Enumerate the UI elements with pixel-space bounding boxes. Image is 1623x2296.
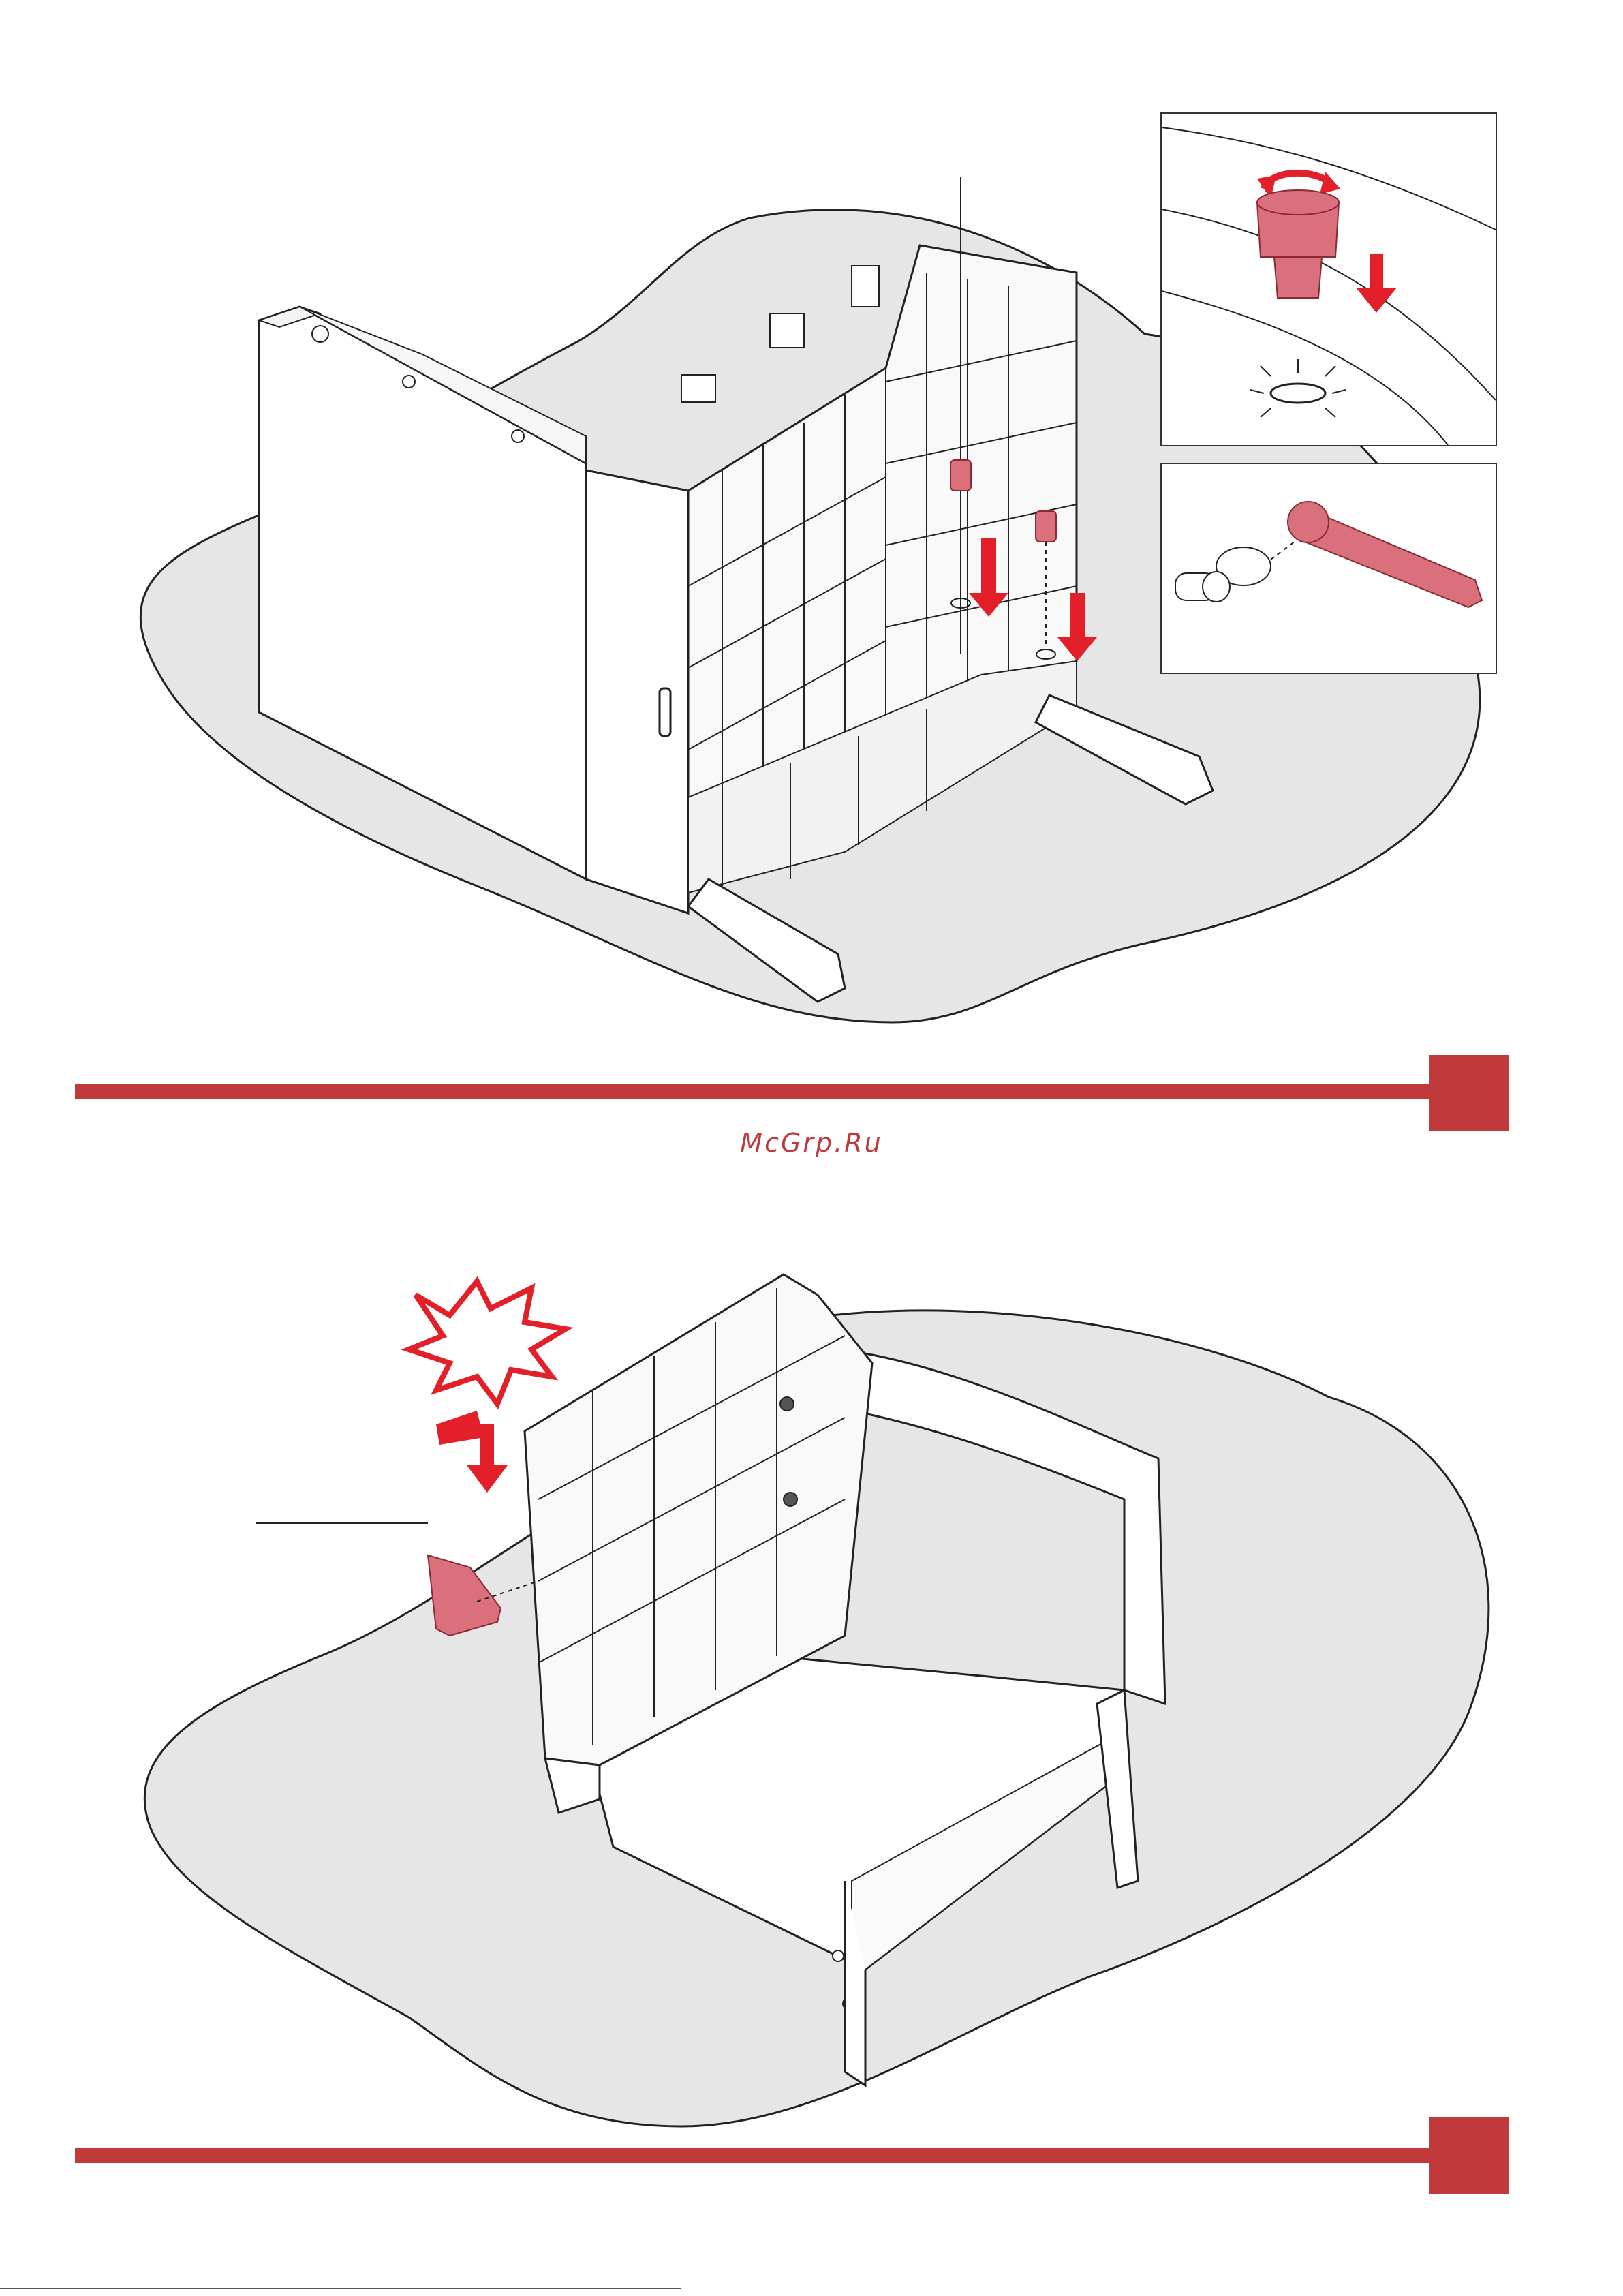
step-divider-1 <box>75 1084 1431 1099</box>
detail-box-wrench <box>1160 463 1497 674</box>
step-marker-2 <box>1429 2117 1509 2194</box>
leg-adjuster-outline-icon <box>1175 547 1271 602</box>
watermark: McGrp.Ru <box>0 1128 1623 1158</box>
step-divider-2 <box>75 2148 1431 2163</box>
footer-rule <box>0 2288 681 2289</box>
front-panel <box>586 470 688 913</box>
step-2-illustration <box>0 1213 1623 2133</box>
step-marker-1 <box>1429 1055 1509 1131</box>
impact-burst-icon <box>409 1281 566 1404</box>
detail-box-adjust-leg <box>1160 112 1497 446</box>
leg-adjuster-icon <box>1257 190 1339 298</box>
wrench-icon <box>1288 502 1482 607</box>
push-down-arrow-icon <box>436 1411 508 1493</box>
